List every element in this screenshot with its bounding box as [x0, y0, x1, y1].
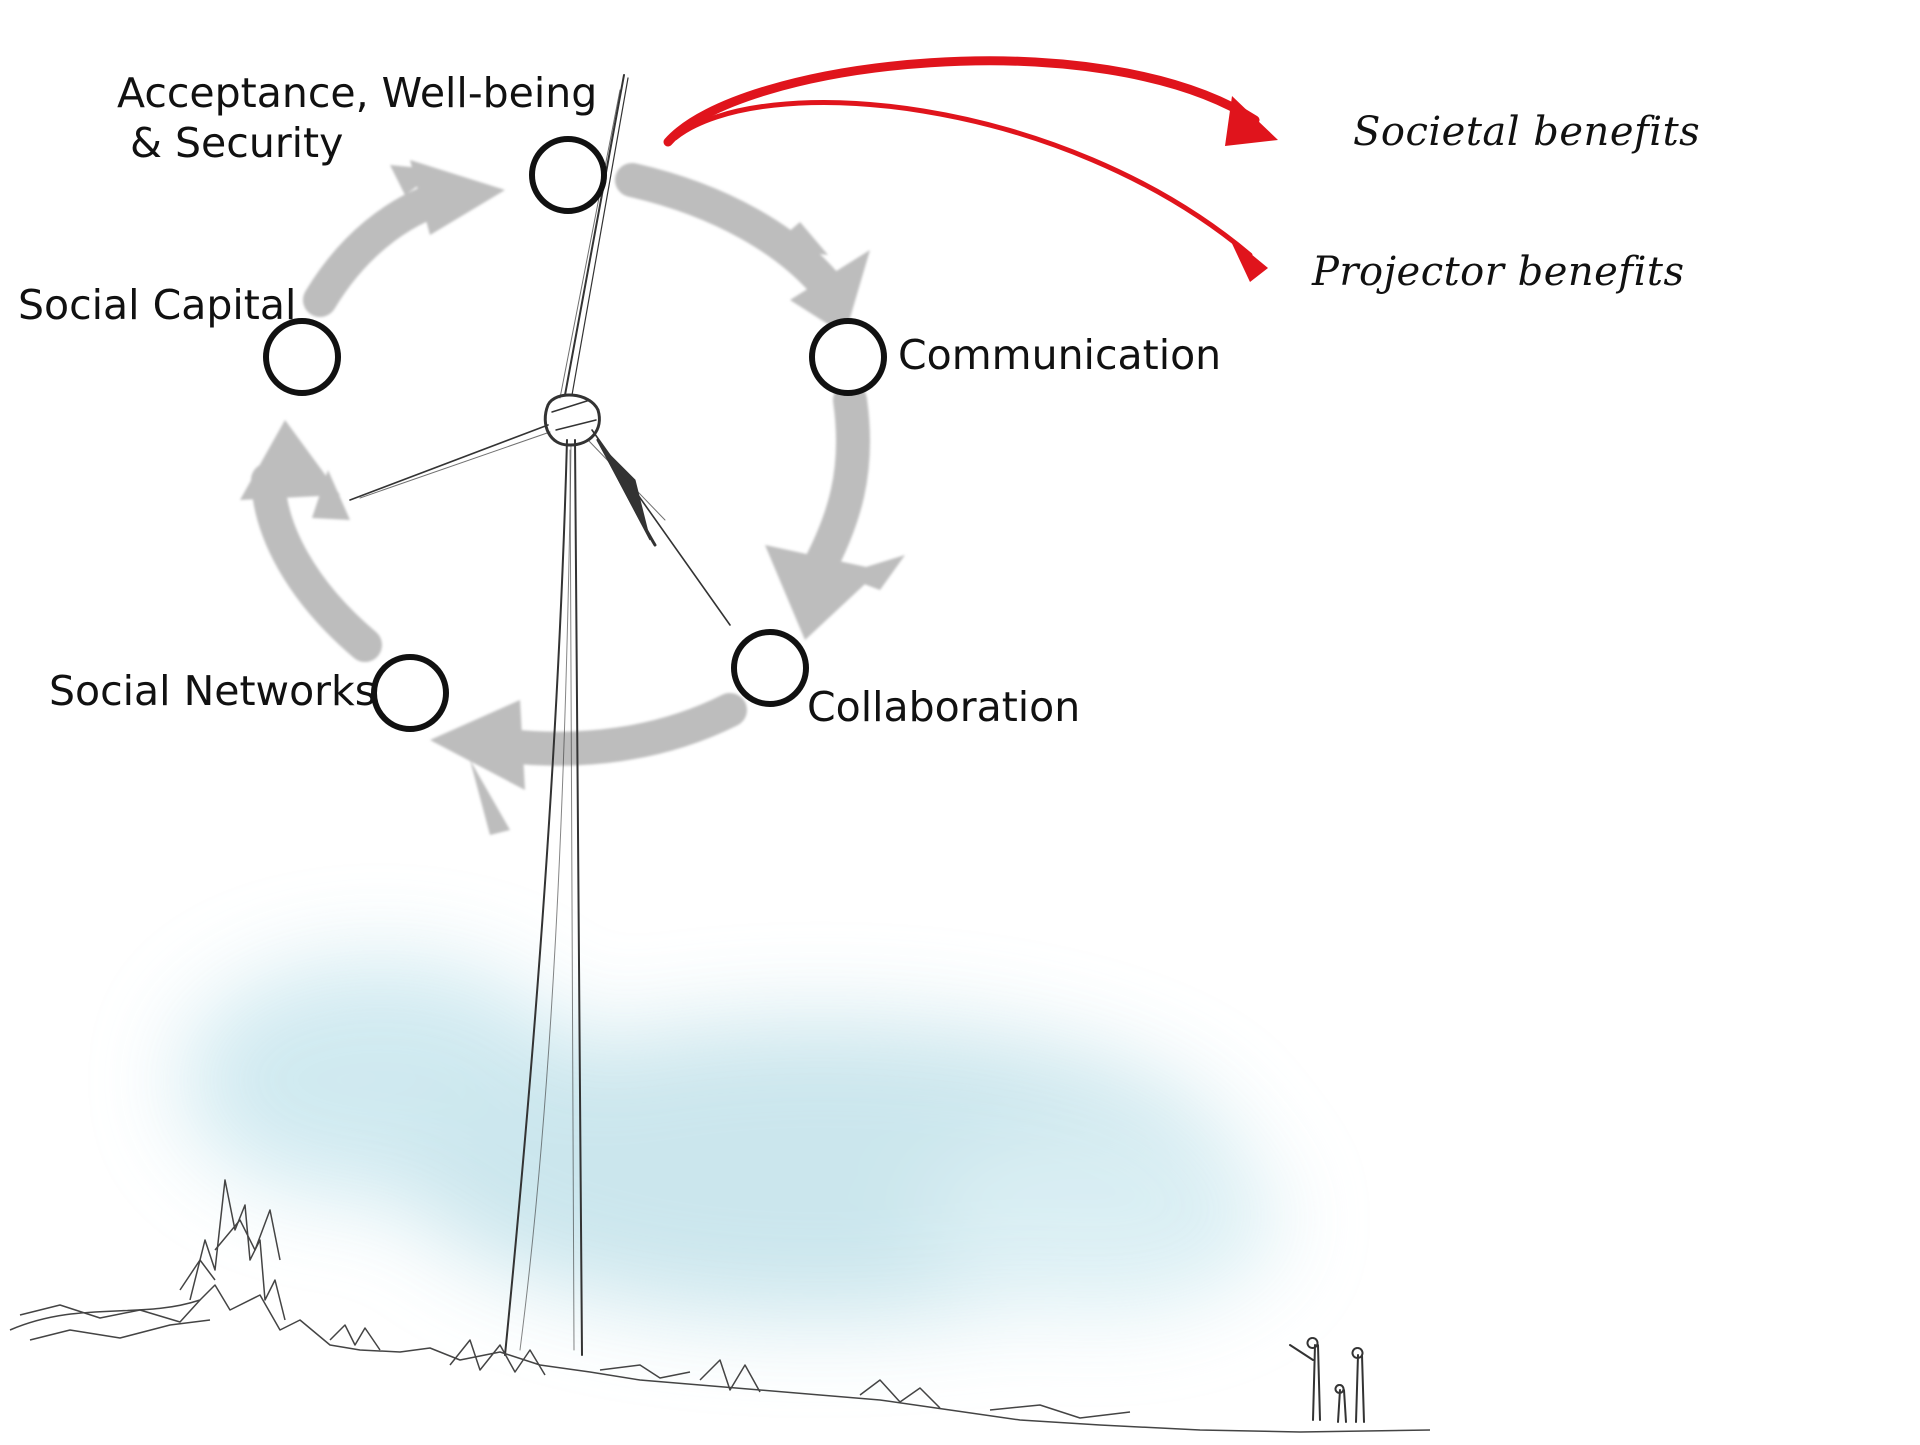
outcome-arrows — [663, 56, 1278, 282]
cycle-arrowhead — [430, 700, 525, 790]
cycle-arrow-segment — [251, 463, 382, 662]
cycle-arrow-segment — [483, 693, 747, 766]
outcome-arrow-projector — [672, 100, 1253, 258]
outcome-arrowhead — [1225, 96, 1278, 146]
cycle-arrowhead — [790, 250, 870, 335]
label-social-capital: Social Capital — [18, 281, 297, 329]
label-social-networks: Social Networks — [49, 667, 377, 715]
wind-turbine-sketch — [349, 74, 731, 1356]
node-communication — [809, 318, 887, 396]
label-societal-benefits: Societal benefits — [1353, 109, 1701, 155]
node-acceptance — [529, 136, 607, 214]
ground-sketch — [9, 1179, 1431, 1433]
cycle-arrow-segment — [615, 163, 847, 307]
node-social-networks — [371, 654, 449, 732]
node-collaboration — [731, 629, 809, 707]
label-communication: Communication — [898, 331, 1222, 379]
outcome-arrowhead — [1228, 235, 1268, 282]
people-sketch — [1289, 1337, 1365, 1423]
cycle-arrows — [240, 160, 905, 835]
cycle-arrowhead — [765, 545, 880, 640]
cycle-nodes — [263, 136, 887, 732]
outcome-arrow-societal — [663, 56, 1260, 147]
label-acceptance: Acceptance, Well-being & Security — [117, 69, 598, 168]
cycle-arrowhead — [240, 420, 340, 500]
cycle-arrowhead — [410, 160, 505, 235]
cycle-arrow-segment — [798, 383, 871, 592]
sky-haze — [180, 960, 1280, 1320]
label-projector-benefits: Projector benefits — [1312, 249, 1685, 295]
label-collaboration: Collaboration — [807, 683, 1081, 731]
node-social-capital — [263, 318, 341, 396]
